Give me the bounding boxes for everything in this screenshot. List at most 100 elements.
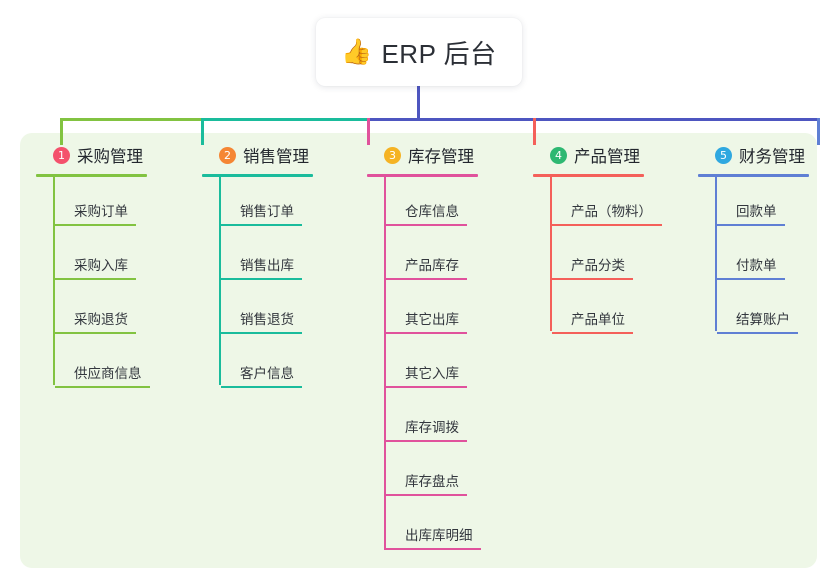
- list-item[interactable]: 其它出库: [384, 285, 532, 339]
- list-item-rule: [386, 224, 467, 226]
- column-items-2: 销售订单销售出库销售退货客户信息: [219, 177, 367, 393]
- list-item[interactable]: 采购入库: [53, 231, 201, 285]
- list-item[interactable]: 客户信息: [219, 339, 367, 393]
- list-item-rule: [55, 278, 136, 280]
- column-spine-4: [550, 177, 552, 331]
- column-title-3: 库存管理: [408, 148, 474, 166]
- list-item-label: 其它入库: [405, 366, 459, 381]
- list-item-label: 库存盘点: [405, 474, 459, 489]
- list-item-label: 采购入库: [74, 258, 128, 273]
- list-item[interactable]: 供应商信息: [53, 339, 201, 393]
- list-item-rule: [552, 224, 662, 226]
- list-item-rule: [552, 332, 633, 334]
- list-item[interactable]: 结算账户: [715, 285, 839, 339]
- drop-connector-3: [367, 118, 370, 145]
- column-badge-2: 2: [219, 146, 236, 164]
- column-items-3: 仓库信息产品库存其它出库其它入库库存调拨库存盘点出库库明细: [384, 177, 532, 555]
- list-item-label: 回款单: [736, 204, 777, 219]
- list-item[interactable]: 付款单: [715, 231, 839, 285]
- list-item-rule: [386, 494, 467, 496]
- column-title-1: 采购管理: [77, 148, 143, 166]
- list-item-rule: [386, 548, 481, 550]
- horizontal-connector-segment-3: [367, 118, 818, 121]
- column-header-rule-4: [533, 174, 644, 177]
- list-item-rule: [552, 278, 633, 280]
- list-item[interactable]: 销售出库: [219, 231, 367, 285]
- list-item[interactable]: 销售订单: [219, 177, 367, 231]
- column-badge-1: 1: [53, 146, 70, 164]
- list-item[interactable]: 产品（物料）: [550, 177, 698, 231]
- list-item-rule: [386, 386, 467, 388]
- column-header-2[interactable]: 2 销售管理: [202, 143, 367, 167]
- column-销售管理: 2 销售管理销售订单销售出库销售退货客户信息: [202, 143, 367, 393]
- column-header-1[interactable]: 1 采购管理: [36, 143, 201, 167]
- list-item-rule: [55, 386, 150, 388]
- list-item-rule: [717, 224, 785, 226]
- list-item[interactable]: 采购订单: [53, 177, 201, 231]
- list-item-label: 供应商信息: [74, 366, 142, 381]
- column-header-rule-1: [36, 174, 147, 177]
- list-item-label: 产品单位: [571, 312, 625, 327]
- list-item-rule: [221, 332, 302, 334]
- column-title-2: 销售管理: [243, 148, 309, 166]
- column-items-5: 回款单付款单结算账户: [715, 177, 839, 339]
- list-item[interactable]: 仓库信息: [384, 177, 532, 231]
- list-item[interactable]: 销售退货: [219, 285, 367, 339]
- list-item-label: 采购退货: [74, 312, 128, 327]
- column-spine-2: [219, 177, 221, 385]
- list-item-rule: [386, 332, 467, 334]
- column-header-rule-2: [202, 174, 313, 177]
- list-item-label: 产品分类: [571, 258, 625, 273]
- column-spine-1: [53, 177, 55, 385]
- list-item[interactable]: 产品库存: [384, 231, 532, 285]
- list-item-label: 其它出库: [405, 312, 459, 327]
- column-badge-4: 4: [550, 146, 567, 164]
- list-item-label: 仓库信息: [405, 204, 459, 219]
- list-item[interactable]: 采购退货: [53, 285, 201, 339]
- list-item[interactable]: 其它入库: [384, 339, 532, 393]
- drop-connector-1: [60, 118, 63, 145]
- list-item-label: 采购订单: [74, 204, 128, 219]
- list-item-rule: [55, 332, 136, 334]
- column-采购管理: 1 采购管理采购订单采购入库采购退货供应商信息: [36, 143, 201, 393]
- list-item-label: 付款单: [736, 258, 777, 273]
- list-item[interactable]: 回款单: [715, 177, 839, 231]
- root-node-card[interactable]: 👍 ERP 后台: [316, 18, 522, 86]
- list-item-rule: [221, 278, 302, 280]
- list-item-label: 销售出库: [240, 258, 294, 273]
- list-item-rule: [717, 332, 798, 334]
- drop-connector-2: [201, 118, 204, 145]
- column-header-rule-3: [367, 174, 478, 177]
- column-spine-5: [715, 177, 717, 331]
- horizontal-connector-segment-2: [201, 118, 367, 121]
- list-item-rule: [221, 386, 302, 388]
- list-item[interactable]: 库存调拨: [384, 393, 532, 447]
- column-badge-5: 5: [715, 146, 732, 164]
- list-item-label: 客户信息: [240, 366, 294, 381]
- list-item-label: 产品（物料）: [571, 204, 652, 219]
- list-item-label: 产品库存: [405, 258, 459, 273]
- column-header-4[interactable]: 4 产品管理: [533, 143, 698, 167]
- list-item-rule: [386, 278, 467, 280]
- trunk-connector: [417, 86, 420, 121]
- column-header-rule-5: [698, 174, 809, 177]
- list-item[interactable]: 出库库明细: [384, 501, 532, 555]
- list-item-label: 销售订单: [240, 204, 294, 219]
- list-item[interactable]: 库存盘点: [384, 447, 532, 501]
- horizontal-connector-segment-1: [60, 118, 201, 121]
- list-item-label: 结算账户: [736, 312, 790, 327]
- list-item-rule: [717, 278, 785, 280]
- list-item[interactable]: 产品单位: [550, 285, 698, 339]
- column-title-4: 产品管理: [574, 148, 640, 166]
- thumbs-up-icon: 👍: [341, 37, 373, 66]
- list-item[interactable]: 产品分类: [550, 231, 698, 285]
- list-item-rule: [55, 224, 136, 226]
- column-items-1: 采购订单采购入库采购退货供应商信息: [53, 177, 201, 393]
- list-item-rule: [386, 440, 467, 442]
- drop-connector-4: [533, 118, 536, 145]
- column-产品管理: 4 产品管理产品（物料） 产品分类产品单位: [533, 143, 698, 339]
